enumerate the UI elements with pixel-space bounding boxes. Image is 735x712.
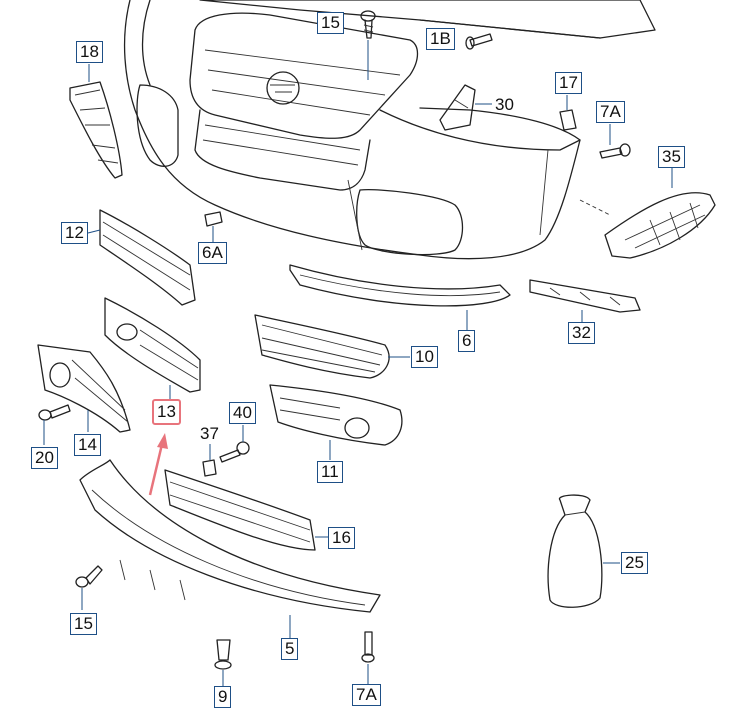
bracket-30 xyxy=(439,84,492,131)
bracket-32 xyxy=(529,279,641,322)
callout-7a-top: 7A xyxy=(596,101,625,123)
lower-spoiler-5 xyxy=(79,459,381,638)
callout-10: 10 xyxy=(411,346,438,368)
grille-12 xyxy=(87,209,196,306)
grille-11 xyxy=(269,384,403,460)
grille-10 xyxy=(254,314,410,379)
front-bumper-cover xyxy=(123,0,656,260)
callout-5: 5 xyxy=(281,638,299,660)
callout-14: 14 xyxy=(74,434,101,456)
callout-1b: 1B xyxy=(426,28,455,50)
clip-6a xyxy=(204,211,223,242)
grille-16 xyxy=(164,469,330,551)
grille-14 xyxy=(37,344,131,433)
callout-16: 16 xyxy=(328,527,355,549)
callout-6: 6 xyxy=(458,330,476,352)
trim-strip-6 xyxy=(289,264,511,330)
screw-40 xyxy=(219,425,250,463)
callout-15-top: 15 xyxy=(317,12,344,34)
callout-20: 20 xyxy=(31,447,58,469)
callout-32: 32 xyxy=(568,322,595,344)
bracket-18 xyxy=(69,64,123,179)
callout-25: 25 xyxy=(621,552,648,574)
clip-37 xyxy=(202,444,217,477)
callout-35: 35 xyxy=(658,146,685,168)
callout-9: 9 xyxy=(214,686,232,708)
screw-20 xyxy=(38,404,71,445)
screw-15-top xyxy=(360,10,376,80)
screw-1b xyxy=(465,33,493,50)
bracket-35 xyxy=(579,168,716,259)
callout-40: 40 xyxy=(229,402,256,424)
highlight-arrow xyxy=(148,433,168,496)
callout-12: 12 xyxy=(61,222,88,244)
callout-37: 37 xyxy=(200,424,219,443)
callout-6a: 6A xyxy=(198,242,227,264)
clip-17 xyxy=(559,95,577,131)
parts-bag-25 xyxy=(547,494,620,608)
callout-18: 18 xyxy=(76,41,103,63)
screw-7a-bottom xyxy=(361,631,375,684)
callout-30: 30 xyxy=(495,95,514,114)
screw-15-bottom xyxy=(75,565,103,610)
clip-9 xyxy=(214,639,232,686)
grille-13 xyxy=(104,297,201,402)
callout-11: 11 xyxy=(317,461,343,483)
callout-15-bottom: 15 xyxy=(70,613,97,635)
screw-7a-top xyxy=(599,124,631,159)
callout-13: 13 xyxy=(152,399,181,425)
callout-7a-bottom: 7A xyxy=(352,684,381,706)
callout-17: 17 xyxy=(555,72,582,94)
